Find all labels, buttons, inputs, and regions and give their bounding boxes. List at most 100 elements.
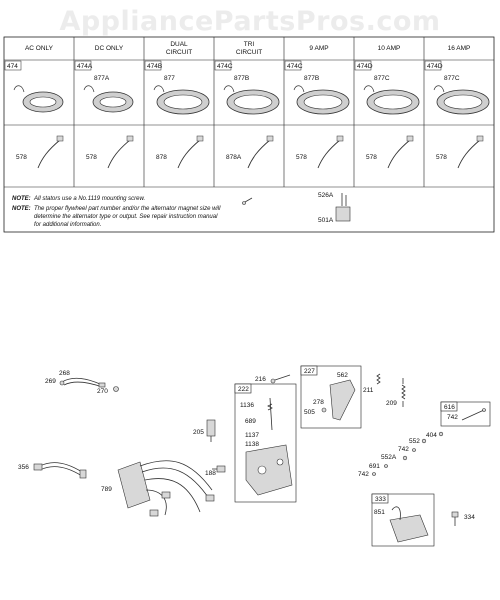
stator-part-1: 877A [94,75,110,82]
callout-1138: 1138 [245,441,259,448]
column-header-4: 9 AMP [309,45,328,52]
callout-742b: 742 [398,446,409,453]
callout-689: 689 [245,418,256,425]
stator-tag-0: 474 [7,63,18,70]
wire-lead-icon [457,135,484,169]
callout-1136: 1136 [240,402,254,409]
wire-lead-icon [387,135,414,169]
stator-tag-5: 474D [357,63,373,70]
stator-part-3: 877B [234,75,249,82]
callout-211: 211 [363,387,374,394]
callout-278: 278 [313,399,324,406]
column-header-3: TRI [244,41,255,48]
lower-parts-diagram: 268 269 270 356 789 205 [18,365,491,547]
callout-188: 188 [205,470,216,477]
ground-wire-part [59,378,119,392]
wire-lead-icon [177,135,204,169]
column-header-0: AC ONLY [25,45,54,52]
wire-part-4: 578 [296,154,307,161]
stator-tag-1: 474A [77,63,93,70]
link-616-part [461,408,486,421]
callout-789: 789 [101,486,112,493]
stator-part-6: 877C [444,75,460,82]
callout-562: 562 [337,372,348,379]
column-header-6: 16 AMP [448,45,471,52]
column-header-3: CIRCUIT [236,49,262,56]
callout-851: 851 [374,509,385,516]
box-label-227: 227 [304,368,315,375]
wire-harness-789-part [117,460,215,517]
wire-part-0: 578 [16,154,27,161]
callout-209: 209 [386,400,397,407]
wire-lead-icon [317,135,344,169]
callout-742a: 742 [447,414,458,421]
callout-505: 505 [304,409,315,416]
note-text-1: All stators use a No.1119 mounting screw… [33,196,145,202]
governor-lever-part [321,379,356,421]
wire-lead-icon [247,135,274,169]
callout-216: 216 [255,376,266,383]
part-501A: 501A [318,217,334,224]
wire-part-6: 578 [436,154,447,161]
stator-part-5: 877C [374,75,390,82]
column-header-1: DC ONLY [95,45,124,52]
spark-plug-205-part [206,419,216,442]
stator-ring-icon [83,85,134,113]
wire-part-5: 578 [366,154,377,161]
stator-ring-icon [223,85,280,115]
callout-334: 334 [464,514,475,521]
part-526A: 526A [318,192,334,199]
diode-part-icon [335,193,351,222]
wire-part-2: 878 [156,154,167,161]
note-text-2c: for additional information. [34,222,101,228]
wire-lead-icon [107,135,134,169]
box-label-616: 616 [444,404,455,411]
spring-211-part [376,373,381,385]
callout-205: 205 [193,429,204,436]
callout-270: 270 [97,388,108,395]
control-bracket-part [245,397,293,496]
column-header-2: DUAL [170,41,188,48]
wire-part-1: 578 [86,154,97,161]
stator-tag-3: 474C [217,63,233,70]
screw-334-part [451,511,459,526]
stator-ring-icon [293,85,350,115]
note-text-2b: determine the alternator type or output.… [34,214,218,220]
callout-552: 552 [409,438,420,445]
box-label-333: 333 [375,496,386,503]
box-label-222: 222 [238,386,249,393]
watermark: AppliancePartsPros.com [59,6,441,37]
callout-691: 691 [369,463,380,470]
callout-269: 269 [45,378,56,385]
callout-1137: 1137 [245,432,259,439]
bolt-188-part [212,465,226,473]
column-header-2: CIRCUIT [166,49,192,56]
callout-356: 356 [18,464,29,471]
stator-ring-icon [153,85,210,115]
callout-404: 404 [426,432,437,439]
stator-tag-2: 474B [147,63,162,70]
spring-209-part [401,378,406,407]
callout-268: 268 [59,370,70,377]
stator-ring-icon [13,85,64,113]
wire-lead-icon [37,135,64,169]
note-label-2: NOTE: [12,206,31,212]
stator-part-4: 877B [304,75,319,82]
wire-harness-356-part [33,462,87,479]
stator-part-2: 877 [164,75,175,82]
mounting-screw-icon [242,197,253,205]
callout-552a: 552A [381,454,397,461]
stator-tag-4: 474C [287,63,303,70]
column-header-5: 10 AMP [378,45,401,52]
callout-742c: 742 [358,471,369,478]
wire-part-3: 878A [226,154,242,161]
stator-ring-icon [433,85,490,115]
note-text-2a: The proper flywheel part number and/or t… [34,206,221,212]
part-216 [270,374,291,384]
brake-bracket-part [389,506,429,543]
stator-tag-6: 474D [427,63,443,70]
stator-ring-icon [363,85,420,115]
note-label-1: NOTE: [12,196,31,202]
